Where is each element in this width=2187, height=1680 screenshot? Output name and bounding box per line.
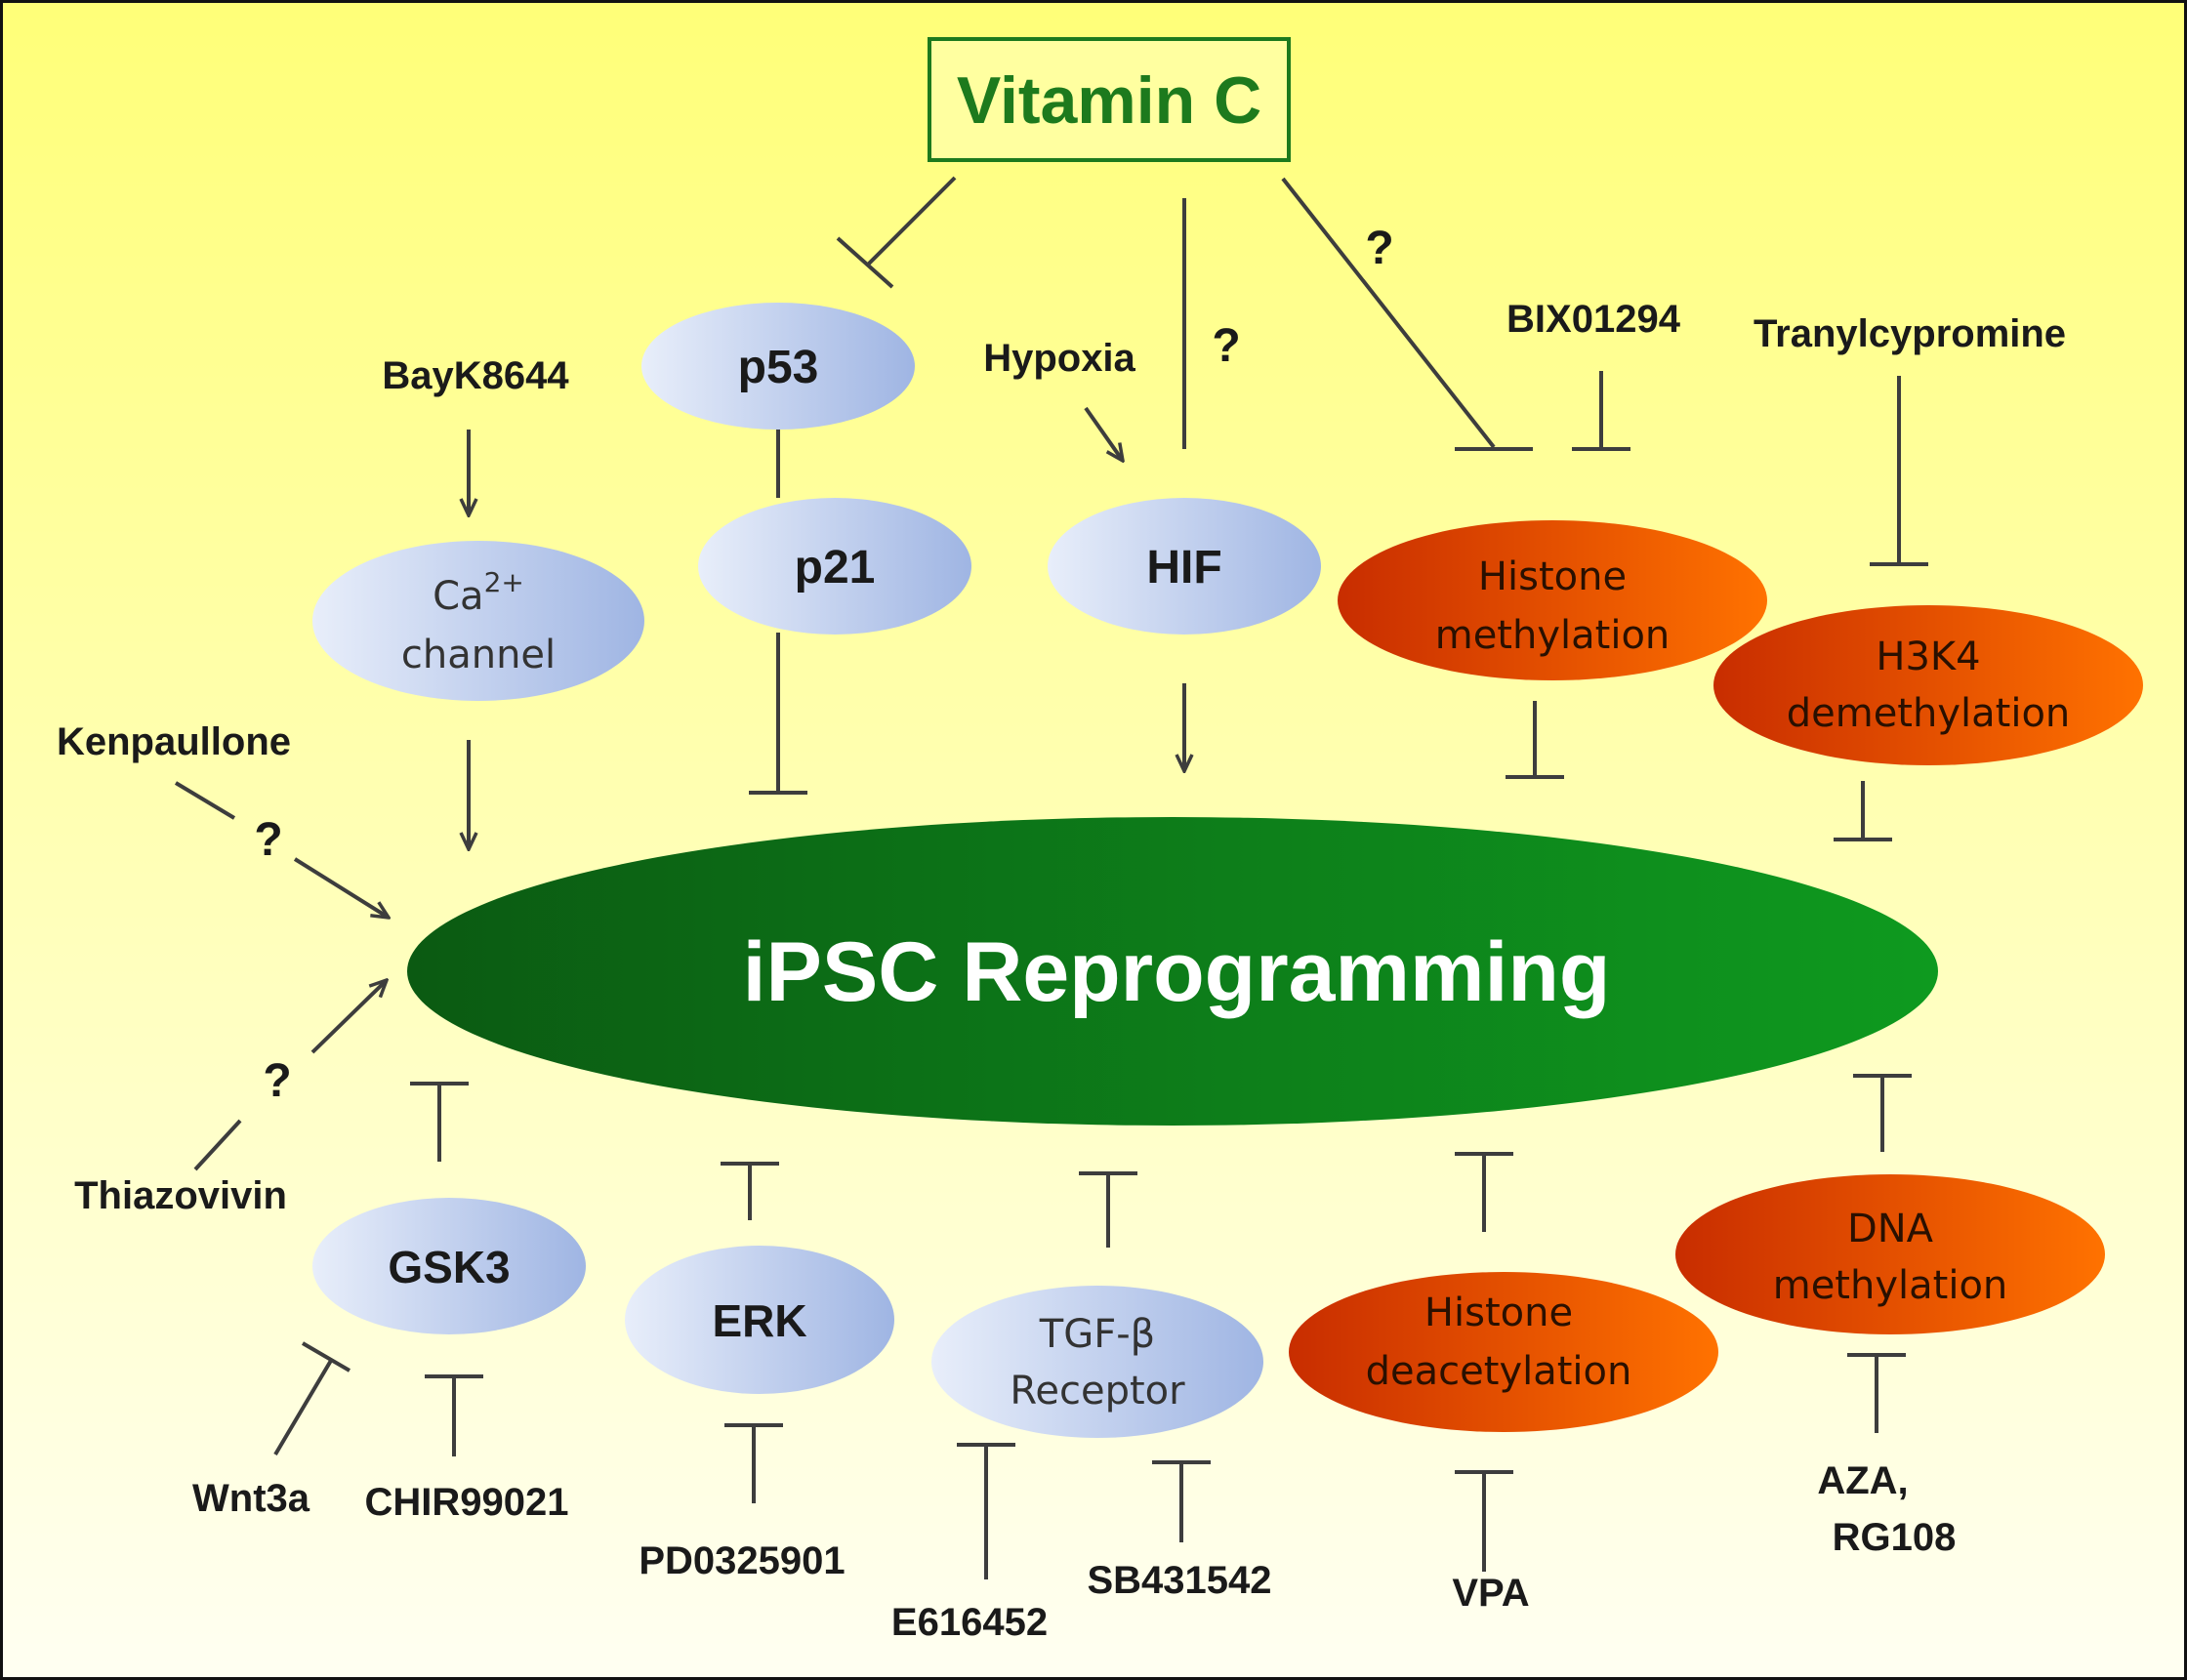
arrow-thiazovivin-2 (310, 980, 387, 1054)
inhibit-tgfb-reprogramming (1079, 1171, 1137, 1248)
aza-rg108-label-line1: AZA, (1817, 1459, 1908, 1502)
inhibit-h3k4-reprogramming (1834, 781, 1892, 841)
p21-node (698, 498, 971, 635)
vitamin-c-box (928, 37, 1291, 162)
h3k4-demethylation-node (1713, 605, 2143, 765)
arrow-kenpaullone-2 (293, 857, 389, 918)
pd0325901-label: PD0325901 (639, 1539, 845, 1582)
question-mark-vitc-hif: ? (1212, 320, 1240, 372)
kenpaullone-label: Kenpaullone (57, 720, 291, 763)
e616452-label: E616452 (891, 1601, 1048, 1644)
h3k4-demethylation-label-line2: demethylation (1787, 691, 2071, 736)
inhibit-sb431542-tgfb (1152, 1460, 1211, 1542)
p53-label: p53 (738, 342, 819, 393)
thiazovivin-label: Thiazovivin (74, 1174, 287, 1217)
arrow-thiazovivin-1 (193, 1119, 242, 1171)
inhibit-deacetylation-reprogramming (1455, 1152, 1513, 1232)
dna-methylation-label-line2: methylation (1773, 1263, 2008, 1308)
inhibit-chir-gsk3 (425, 1374, 483, 1456)
inhibit-pd-erk (724, 1423, 783, 1503)
wnt3a-label: Wnt3a (192, 1477, 310, 1520)
ca-channel-label-line1: Ca2+ (433, 566, 524, 619)
ca-channel-node (312, 541, 644, 701)
histone-deacetylation-node (1289, 1272, 1718, 1432)
question-mark-thiazovivin: ? (263, 1055, 291, 1107)
inhibit-vitc-p53 (836, 176, 957, 289)
histone-methylation-node (1338, 520, 1767, 680)
ca-channel-label-line2: channel (401, 633, 556, 677)
histone-deacetylation-label-line2: deacetylation (1366, 1349, 1632, 1394)
hif-label: HIF (1146, 542, 1221, 594)
chir99021-label: CHIR99021 (364, 1481, 568, 1524)
ipsc-reprogramming-label: iPSC Reprogramming (743, 925, 1611, 1019)
erk-node (625, 1246, 894, 1394)
dna-methylation-label-line1: DNA (1847, 1207, 1934, 1251)
inhibit-gsk3-reprogramming (410, 1082, 469, 1162)
baykb8644-label: BayK8644 (382, 354, 569, 397)
sb431542-label: SB431542 (1087, 1559, 1271, 1602)
h3k4-demethylation-label-line1: H3K4 (1876, 635, 1980, 679)
hif-node (1048, 498, 1321, 635)
histone-methylation-label-line2: methylation (1435, 613, 1671, 658)
inhibit-histone-methylation-reprogramming (1506, 701, 1564, 779)
tgfb-receptor-label-line2: Receptor (1010, 1369, 1185, 1414)
tgfb-receptor-node (931, 1286, 1263, 1438)
inhibit-e616452-tgfb (957, 1443, 1015, 1579)
ipsc-reprogramming-node (407, 817, 1938, 1126)
dna-methylation-node (1675, 1174, 2105, 1334)
inhibit-erk-reprogramming (721, 1162, 779, 1220)
histone-methylation-label-line1: Histone (1478, 554, 1627, 599)
inhibit-bix-histone-methylation (1572, 371, 1630, 451)
vitamin-c-label: Vitamin C (957, 63, 1261, 138)
p53-node (641, 303, 915, 430)
inhibit-wnt3a-gsk3 (273, 1341, 351, 1456)
connectors (174, 176, 1928, 1579)
aza-rg108-label-line2: RG108 (1833, 1516, 1957, 1559)
inhibit-tranyl-h3k4 (1870, 376, 1928, 566)
arrow-hypoxia-hif (1084, 406, 1123, 461)
gsk3-node (312, 1198, 586, 1334)
inhibit-vitc-histone-methylation (1281, 177, 1533, 451)
tranylcypromine-label: Tranylcypromine (1754, 312, 2066, 355)
inhibit-vpa-deacetylation (1455, 1470, 1513, 1572)
bix01294-label: BIX01294 (1506, 298, 1681, 341)
tgfb-receptor-label-line1: TGF-β (1039, 1312, 1155, 1357)
inhibit-p21-reprogramming (749, 633, 807, 795)
inhibit-aza-dna-methylation (1847, 1353, 1906, 1433)
vpa-label: VPA (1452, 1572, 1529, 1615)
erk-label: ERK (712, 1295, 806, 1346)
histone-deacetylation-label-line1: Histone (1424, 1291, 1573, 1335)
hypoxia-label: Hypoxia (983, 337, 1135, 380)
question-mark-vitc-histone: ? (1365, 223, 1393, 274)
p21-label: p21 (795, 542, 876, 594)
inhibit-dna-methylation-reprogramming (1853, 1074, 1912, 1152)
arrow-kenpaullone-1 (174, 781, 236, 820)
question-mark-kenpaullone: ? (254, 814, 282, 866)
gsk3-label: GSK3 (388, 1242, 510, 1292)
